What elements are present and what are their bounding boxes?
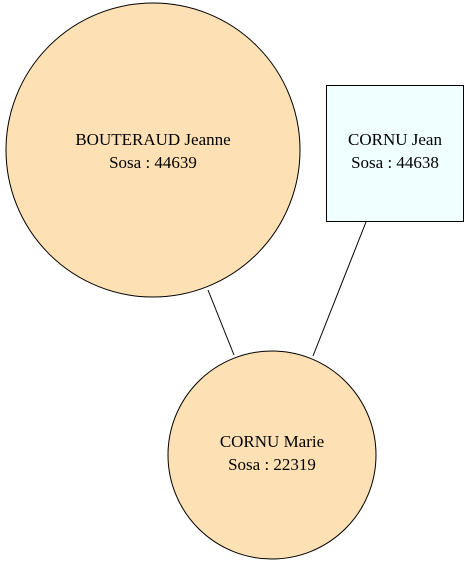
node-cornu-marie-shape bbox=[167, 350, 377, 560]
node-cornu-marie-sosa: Sosa : 22319 bbox=[228, 455, 316, 474]
node-cornu-jean-shape bbox=[326, 85, 464, 222]
node-bouteraud-jeanne-shape bbox=[5, 2, 301, 298]
node-cornu-marie-name: CORNU Marie bbox=[220, 432, 324, 451]
node-cornu-jean-name: CORNU Jean bbox=[348, 130, 442, 149]
node-bouteraud-jeanne-name: BOUTERAUD Jeanne bbox=[75, 130, 230, 149]
node-cornu-jean[interactable]: CORNU Jean Sosa : 44638 bbox=[326, 85, 464, 222]
node-cornu-jean-sosa: Sosa : 44638 bbox=[351, 153, 439, 172]
node-bouteraud-jeanne[interactable]: BOUTERAUD Jeanne Sosa : 44639 bbox=[5, 2, 301, 298]
edge-bouteraud-to-marie bbox=[207, 289, 235, 356]
edge-cornu-jean-to-marie bbox=[312, 221, 367, 357]
node-bouteraud-jeanne-sosa: Sosa : 44639 bbox=[109, 153, 197, 172]
node-cornu-marie[interactable]: CORNU Marie Sosa : 22319 bbox=[167, 350, 377, 560]
